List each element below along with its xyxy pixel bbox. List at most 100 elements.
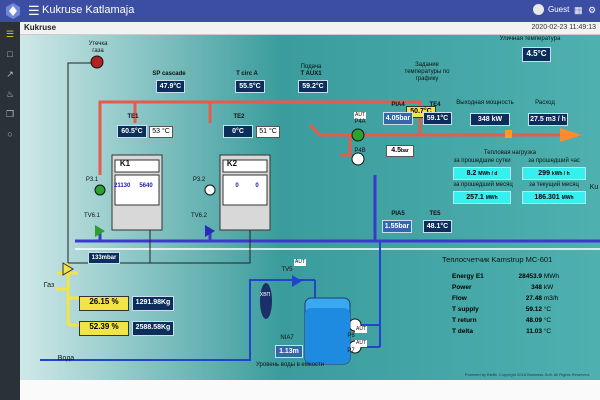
gas-label: Газ [43, 282, 55, 289]
flow-value: 27.5 m3 / h [528, 113, 568, 126]
power-label: Выходная мощность [456, 100, 514, 106]
gas-tank2-kg: 2588.58Kg [132, 321, 174, 336]
water-tank-level [305, 308, 350, 364]
power-value: 348 kW [470, 113, 510, 126]
gas-tank1-kg: 1291.98Kg [132, 296, 174, 311]
k1-flow2: 5640 [139, 183, 153, 189]
copyright-text: Powered by BleBt. Copyright 2018 Busines… [464, 372, 590, 377]
k1-flow1: 21130 [114, 183, 131, 189]
te2-label: TE2 [233, 114, 245, 120]
setpoint-label: Задание температуры по графику [404, 62, 450, 82]
p7-label: P7 [347, 348, 355, 354]
sp-cascade-label: SP cascade [152, 71, 186, 77]
heat-month-label: за прошедший месяц [453, 182, 513, 188]
heat-cur-month-label: за текущий месяц [529, 182, 579, 188]
gas-leak-label: Утечка газа [88, 41, 108, 54]
k2-flow1: 0 [235, 183, 239, 189]
water-label: Вода [57, 355, 75, 362]
p7-badge: AUT [355, 340, 367, 347]
bell-icon[interactable]: ♨ [5, 89, 15, 99]
pump-p4a-icon[interactable] [351, 128, 365, 142]
outdoor-temp-value: 4.5°C [522, 47, 551, 62]
t-aux-value: 59.2°C [298, 80, 328, 93]
heat-month-value: 257.1 MWh [453, 191, 511, 204]
p3-1-label: P3.1 [85, 177, 99, 183]
te4-value: 59.1°C [423, 112, 452, 125]
t-circ-value: 55.5°C [235, 80, 265, 93]
pia5-label: PIA5 [391, 211, 405, 217]
page-title: Kukruse [24, 23, 57, 32]
app-logo-icon[interactable] [4, 2, 22, 20]
tv5-label: TV5 [281, 267, 293, 273]
circle-icon[interactable]: ○ [7, 129, 13, 139]
map-icon[interactable]: □ [7, 49, 13, 59]
schematic-drawing [40, 55, 600, 365]
heat-hour-value: 299 kWh / h [522, 167, 586, 180]
supply-pressure-value: 4.5bar [386, 145, 414, 157]
user-avatar-icon[interactable] [533, 4, 544, 15]
nia7-value: 1.13m [275, 345, 303, 358]
k2-name: K2 [226, 159, 238, 168]
heat-hour-label: за прошедший час [528, 158, 580, 164]
pia4-value: 4.05bar [383, 112, 413, 125]
water-softener-icon [260, 283, 272, 319]
pump-p3-1-icon[interactable] [94, 184, 106, 196]
valve-tv5-icon[interactable] [292, 275, 302, 287]
water-level-label: Уровень воды в емкости [255, 362, 325, 368]
menu-icon[interactable]: ☰ [28, 3, 40, 18]
p3-2-label: P3.2 [192, 177, 206, 183]
tv6-1-label: TV6.1 [83, 213, 100, 219]
p4a-label: P4A [354, 119, 366, 125]
valve-tv6-1-icon[interactable] [95, 225, 105, 237]
app-title: Kukruse Katlamaja [42, 4, 135, 16]
heat-load-title: Тепловая нагрузка [483, 150, 537, 156]
dashboard-icon[interactable]: ☰ [5, 29, 15, 39]
valve-tv6-2-icon[interactable] [205, 225, 215, 237]
te1-label: TE1 [127, 114, 139, 120]
te4-label: TE4 [429, 102, 441, 108]
p6-badge: AUT [355, 326, 367, 333]
gas-tank2-percent: 52.39 % [79, 321, 129, 336]
gas-pressure-value: 133mbar [88, 252, 120, 264]
pump-p3-2-icon[interactable] [204, 184, 216, 196]
tv6-2-label: TV6.2 [190, 213, 207, 219]
outdoor-temp-label: Уличная температура [499, 36, 561, 42]
p4b-label: P4B [354, 148, 366, 154]
te5-value: 48.1°C [423, 220, 452, 233]
chart-icon[interactable]: ↗ [6, 69, 14, 79]
te1-value: 60.5°C [117, 125, 147, 138]
flow-meter-icon [505, 130, 512, 138]
settings-icon[interactable]: ⚙ [588, 5, 597, 15]
grid-icon[interactable]: ▦ [574, 5, 583, 15]
t-circ-label: T circ A [236, 71, 258, 77]
gas-leak-indicator [90, 55, 104, 69]
k2-setpoint-input[interactable]: 51 °C [256, 126, 280, 138]
supply-arrow-icon [560, 128, 582, 142]
user-name[interactable]: Guest [548, 5, 570, 14]
gas-valve-icon[interactable] [62, 262, 74, 276]
heat-day-value: 8.2 MWh / d [453, 167, 511, 180]
heat-cur-month-value: 186.301 MWh [522, 191, 586, 204]
copy-icon[interactable]: ❐ [5, 109, 15, 119]
pump-p4b-icon[interactable] [351, 152, 365, 166]
nia7-label: NIA7 [280, 335, 294, 341]
timestamp: 2020-02-23 11:49:13 [531, 24, 596, 31]
gas-tank1-percent: 26.15 % [79, 296, 129, 311]
t-aux-label-top: Подача [300, 64, 322, 70]
heat-day-label: за прошедшие сутки [453, 158, 511, 164]
flow-label: Расход [535, 100, 555, 106]
hvp-label: ХВП [259, 292, 271, 298]
p6-label: P6 [347, 333, 355, 339]
sp-cascade-value: 47.9°C [156, 80, 185, 93]
k1-setpoint-input[interactable]: 53 °C [149, 126, 173, 138]
sidebar: ☰ □ ↗ ♨ ❐ ○ [0, 22, 20, 400]
pia5-value: 1.55bar [382, 220, 412, 233]
t-aux-label: T AUX1 [300, 71, 322, 77]
